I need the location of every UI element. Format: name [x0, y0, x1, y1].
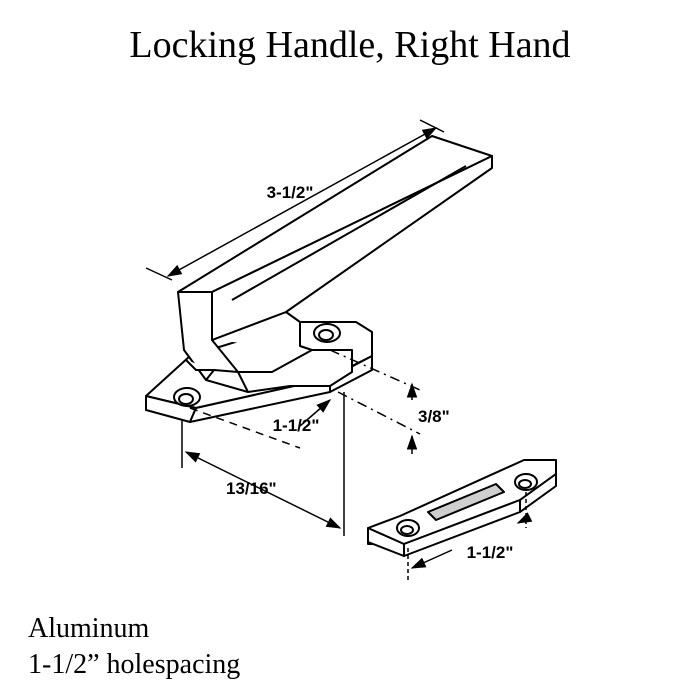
dim-label-offset: 13/16": [226, 479, 277, 498]
base-hole-left: [173, 387, 201, 407]
dim-label-keeper-hole-spacing: 1-1/2": [467, 543, 514, 562]
handle-base-plate: [145, 321, 373, 423]
handle-arm: [177, 135, 493, 341]
dim-label-base-hole-spacing: 1-1/2": [273, 416, 320, 435]
dim-label-height: 3/8": [418, 407, 450, 426]
material-caption: Aluminum: [28, 613, 150, 644]
keeper-hole-right: [514, 473, 538, 491]
dim-label-handle-length: 3-1/2": [267, 183, 314, 202]
keeper-hole-left: [396, 519, 420, 537]
dimension-lines: [145, 119, 533, 582]
product-title: Locking Handle, Right Hand: [129, 24, 571, 66]
hole-spacing-caption: 1-1/2” holespacing: [28, 649, 241, 680]
base-hole-right: [313, 323, 341, 343]
